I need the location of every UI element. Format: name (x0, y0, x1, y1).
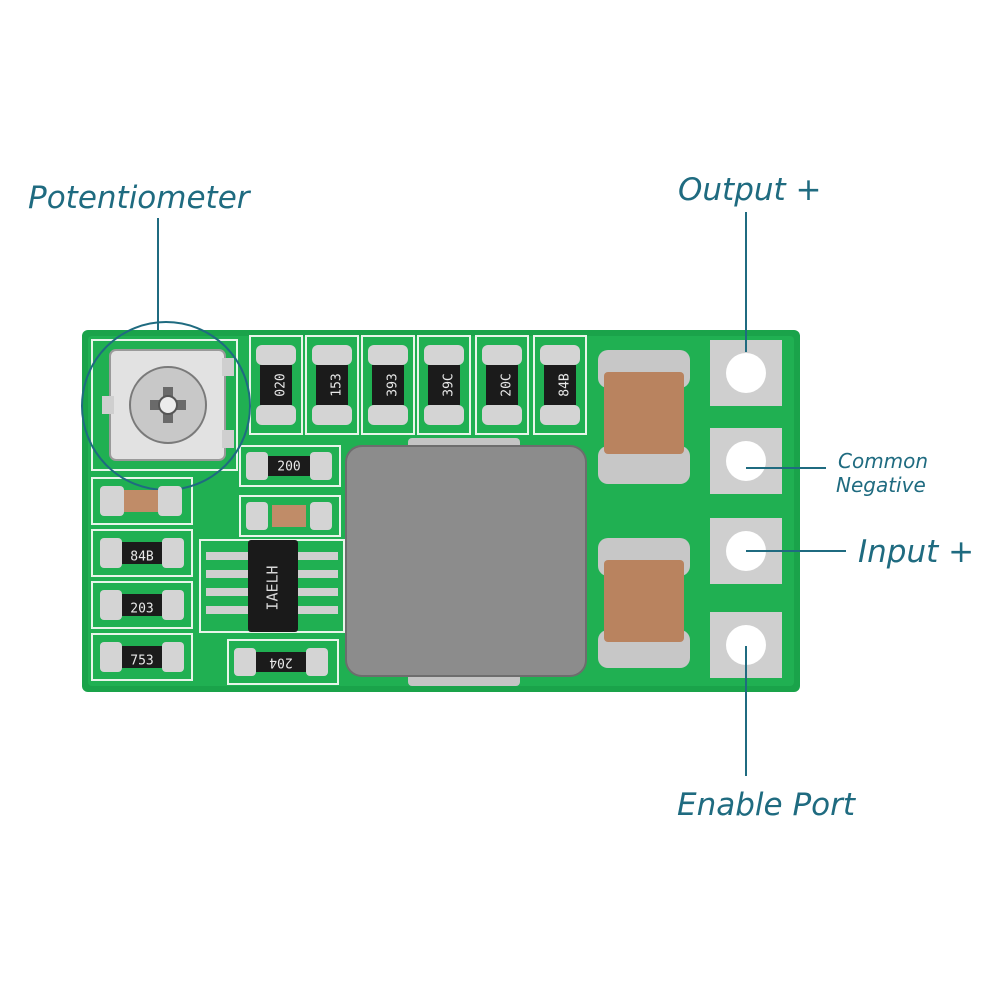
top-resistor-row: 020 153 393 39C 20C 84B (256, 345, 580, 425)
common-negative-label-line1: Common (838, 449, 928, 473)
resistor-r3-marking: 393 (386, 373, 401, 396)
potentiometer-label: Potentiometer (28, 180, 252, 216)
enable-port-label: Enable Port (677, 787, 857, 823)
resistor-r5 (482, 345, 522, 425)
resistor-r3 (368, 345, 408, 425)
potentiometer-component (102, 349, 234, 461)
resistor-r2-marking: 153 (330, 373, 345, 396)
capacitor-top (598, 350, 690, 484)
resistor-r6 (540, 345, 580, 425)
input-plus-label: Input + (858, 534, 974, 570)
capacitor-bottom (598, 538, 690, 668)
resistor-r6-marking: 84B (558, 373, 573, 397)
middle-resistors: 200 204 (234, 452, 332, 676)
resistor-r1-marking: 020 (274, 373, 289, 396)
resistor-left-3 (100, 642, 184, 672)
pin-common-negative (710, 428, 782, 494)
pin-output-plus (710, 340, 782, 406)
small-capacitor-left (100, 486, 182, 516)
inductor (345, 438, 587, 686)
resistor-left-3-marking: 753 (130, 654, 153, 669)
resistor-mid-1-marking: 200 (277, 460, 300, 475)
output-plus-label: Output + (678, 172, 822, 208)
left-component-column: 84B 203 753 (100, 486, 184, 672)
resistor-left-2 (100, 590, 184, 620)
resistor-r5-marking: 20C (500, 373, 515, 396)
resistor-r1 (256, 345, 296, 425)
small-capacitor-mid (246, 502, 332, 530)
common-negative-label-line2: Negative (836, 473, 926, 497)
ic-chip: IAELH (206, 540, 338, 632)
resistor-mid-2-marking: 204 (269, 655, 293, 670)
resistor-left-2-marking: 203 (130, 602, 153, 617)
resistor-r4-marking: 39C (442, 373, 457, 396)
resistor-left-1-marking: 84B (130, 550, 154, 565)
resistor-left-1 (100, 538, 184, 568)
resistor-mid-2 (234, 648, 328, 676)
resistor-mid-1 (246, 452, 332, 480)
resistor-r4 (424, 345, 464, 425)
resistor-r2 (312, 345, 352, 425)
ic-marking: IAELH (264, 565, 282, 610)
